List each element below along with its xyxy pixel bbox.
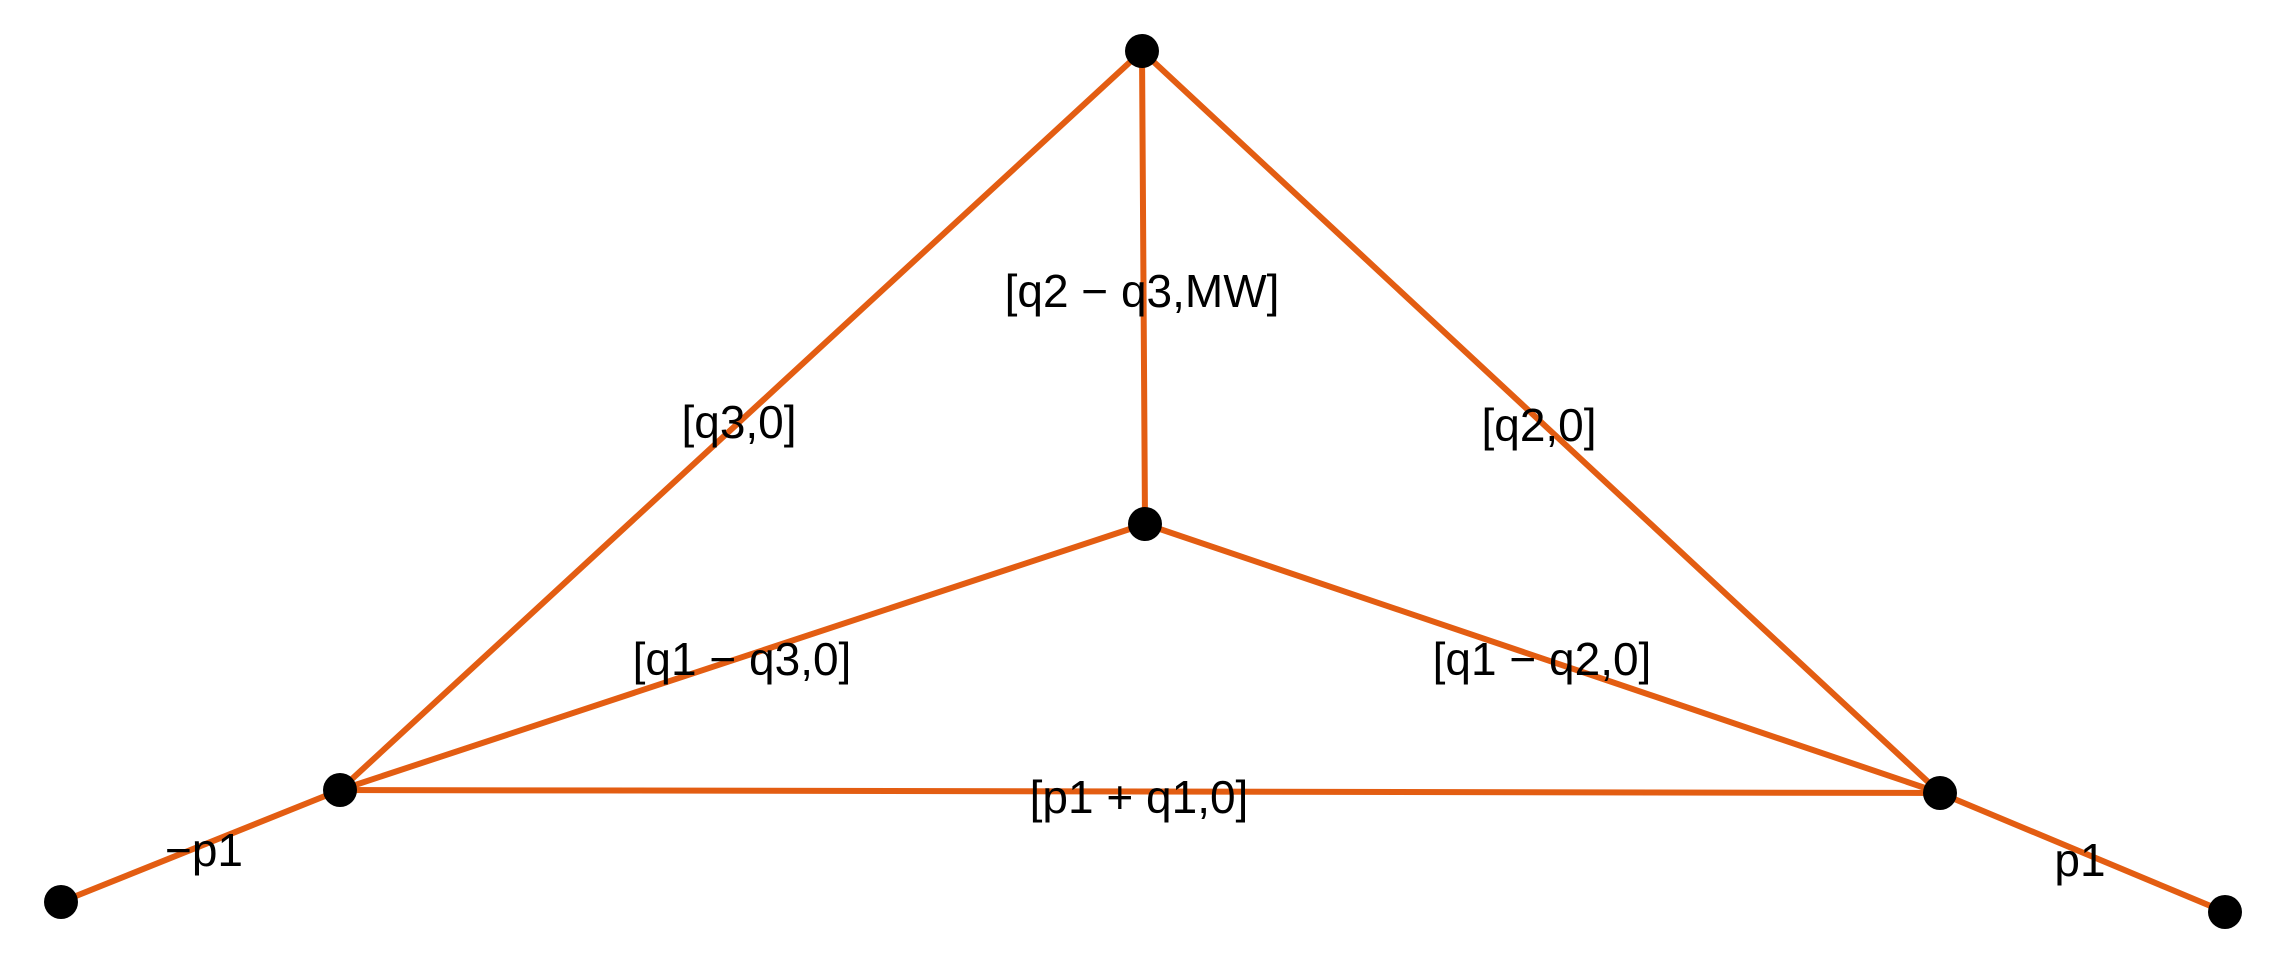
vertex-top <box>1125 34 1159 68</box>
vertex-left <box>323 773 357 807</box>
edge-left-top <box>337 48 1145 793</box>
edge-top-center <box>1139 48 1148 527</box>
edge-label: [p1 + q1,0] <box>1030 771 1249 823</box>
edge-label: [q1 − q2,0] <box>1433 633 1652 685</box>
edge-label: [q3,0] <box>681 396 796 448</box>
edge-label: [q1 − q3,0] <box>633 633 852 685</box>
vertex-outer-right <box>2208 895 2242 929</box>
edge-label: [q2 − q3,MW] <box>1005 265 1280 317</box>
edge-top-right <box>1139 48 1943 796</box>
edge-outer-left-left <box>58 787 343 905</box>
edge-left-right <box>337 787 1943 796</box>
vertex-right <box>1923 776 1957 810</box>
edge-center-left <box>337 521 1148 793</box>
edge-label: −p1 <box>165 824 243 876</box>
edge-label: [q2,0] <box>1481 399 1596 451</box>
edge-center-right <box>1142 521 1943 796</box>
edge-right-outer-right <box>1937 790 2228 915</box>
vertex-center <box>1128 507 1162 541</box>
vertex-outer-left <box>44 885 78 919</box>
edge-label: p1 <box>2054 834 2105 886</box>
